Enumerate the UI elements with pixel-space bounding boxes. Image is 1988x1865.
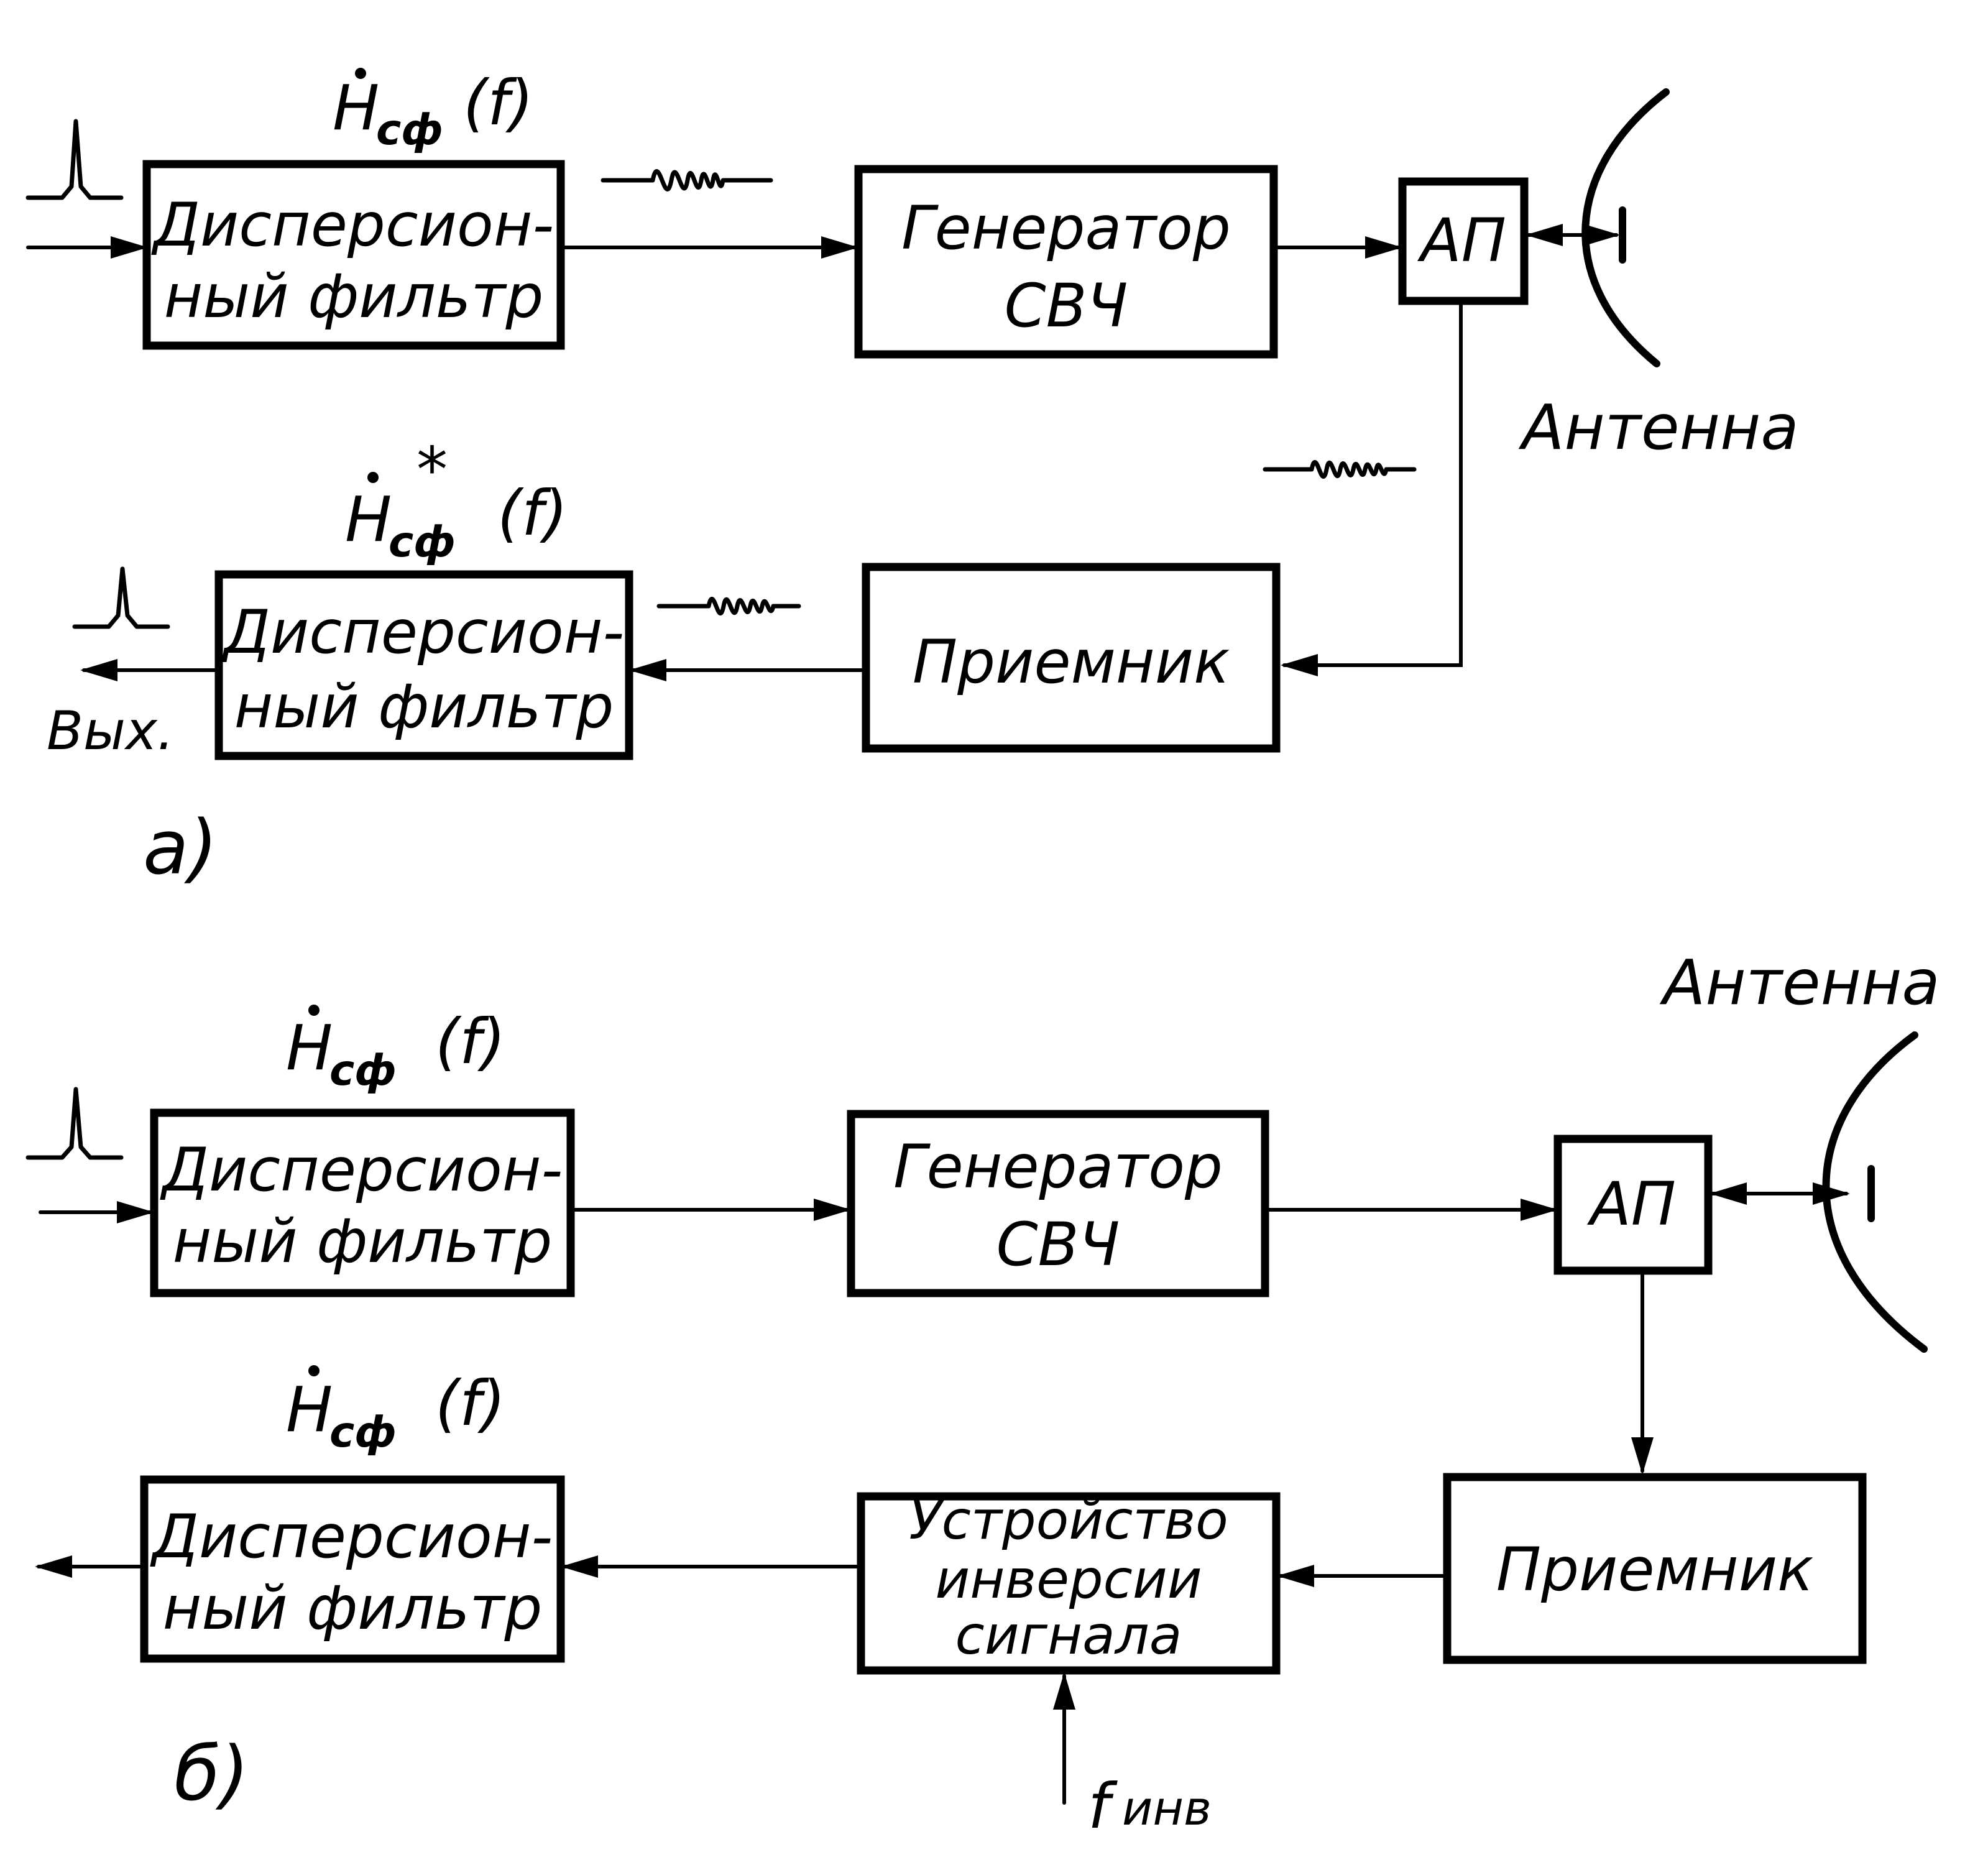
tx-dispersive-filter-a: Дисперсион- ный фильтр bbox=[142, 160, 565, 350]
part-a-label: а) bbox=[143, 805, 218, 891]
antenna-switch-b: АП bbox=[1553, 1135, 1713, 1275]
svg-text:сф: сф bbox=[329, 1408, 397, 1457]
signal-inverter: Устройство инверсии сигнала bbox=[857, 1490, 1281, 1675]
rx-filter-transfer-label-a: H * сф (f) bbox=[345, 433, 568, 567]
antenna-dish-icon-b bbox=[1822, 1031, 1928, 1353]
rx-dispersive-filter-a: Дисперсион- ный фильтр bbox=[214, 570, 633, 760]
receiver-b: Приемник bbox=[1443, 1473, 1867, 1664]
svg-text:H: H bbox=[333, 71, 379, 144]
svg-text:СВЧ: СВЧ bbox=[996, 1210, 1120, 1279]
svg-text:H: H bbox=[286, 1011, 333, 1084]
input-pulse-icon-b bbox=[25, 1087, 124, 1160]
input-pulse-icon bbox=[25, 119, 124, 200]
svg-text:H: H bbox=[345, 483, 392, 556]
svg-text:АП: АП bbox=[1586, 1169, 1676, 1239]
svg-text:сф: сф bbox=[376, 106, 443, 155]
receiver-a: Приемник bbox=[862, 563, 1281, 753]
svg-text:ный фильтр: ный фильтр bbox=[164, 262, 544, 331]
svg-text:сигнала: сигнала bbox=[955, 1605, 1182, 1667]
chirp-wave-icon-rx bbox=[656, 597, 801, 615]
antenna-label-a: Антенна bbox=[1518, 391, 1799, 464]
svg-text:Генератор: Генератор bbox=[901, 193, 1231, 263]
svg-text:Приемник: Приемник bbox=[913, 627, 1230, 697]
microwave-generator-b: Генератор СВЧ bbox=[847, 1110, 1269, 1297]
tx-dispersive-filter-b: Дисперсион- ный фильтр bbox=[150, 1108, 575, 1297]
svg-text:Устройство: Устройство bbox=[909, 1490, 1228, 1552]
svg-text:инв: инв bbox=[1122, 1780, 1212, 1836]
svg-text:ный фильтр: ный фильтр bbox=[173, 1207, 553, 1276]
svg-text:(f): (f) bbox=[463, 67, 533, 139]
tx-filter-transfer-label-a: H сф (f) bbox=[333, 67, 533, 155]
tx-filter-transfer-label-b: H сф (f) bbox=[286, 1005, 505, 1095]
chirp-wave-icon bbox=[601, 169, 773, 191]
svg-text:(f): (f) bbox=[435, 1005, 505, 1078]
connector-ap-receiver-a bbox=[1281, 299, 1463, 676]
svg-text:сф: сф bbox=[329, 1046, 397, 1095]
svg-text:f: f bbox=[1088, 1770, 1118, 1843]
svg-text:(f): (f) bbox=[497, 477, 568, 550]
microwave-generator-a: Генератор СВЧ bbox=[854, 165, 1278, 359]
rx-dispersive-filter-b: Дисперсион- ный фильтр bbox=[140, 1475, 565, 1663]
antenna-switch-a: АП bbox=[1398, 177, 1529, 305]
svg-text:Дисперсион-: Дисперсион- bbox=[151, 190, 554, 260]
antenna-label-b: Антенна bbox=[1659, 946, 1940, 1019]
svg-text:*: * bbox=[416, 433, 448, 506]
svg-text:ный фильтр: ный фильтр bbox=[234, 672, 614, 742]
inversion-frequency-label: f инв bbox=[1088, 1770, 1212, 1843]
output-label-a: Вых. bbox=[47, 700, 174, 762]
part-a: H сф (f) Дисперсион- ный фильтр Генерато… bbox=[25, 67, 1799, 891]
output-pulse-icon bbox=[72, 566, 170, 629]
svg-text:Дисперсион-: Дисперсион- bbox=[160, 1135, 563, 1205]
part-b-label: б) bbox=[174, 1731, 249, 1818]
svg-text:Приемник: Приемник bbox=[1496, 1535, 1813, 1605]
svg-text:(f): (f) bbox=[435, 1367, 505, 1440]
svg-text:СВЧ: СВЧ bbox=[1005, 271, 1128, 341]
svg-text:АП: АП bbox=[1417, 206, 1506, 275]
antenna-dish-icon-a bbox=[1581, 88, 1670, 367]
svg-text:Дисперсион-: Дисперсион- bbox=[221, 597, 624, 667]
received-wave-icon bbox=[1263, 460, 1417, 479]
svg-text:Дисперсион-: Дисперсион- bbox=[150, 1502, 553, 1572]
rx-filter-transfer-label-b: H сф (f) bbox=[286, 1365, 505, 1457]
svg-text:H: H bbox=[286, 1373, 333, 1446]
svg-text:ный фильтр: ный фильтр bbox=[163, 1573, 543, 1643]
part-b: H сф (f) Дисперсион- ный фильтр Генерато… bbox=[25, 946, 1940, 1843]
svg-text:инверсии: инверсии bbox=[935, 1549, 1202, 1611]
svg-text:Генератор: Генератор bbox=[893, 1132, 1223, 1202]
svg-text:сф: сф bbox=[389, 518, 456, 567]
